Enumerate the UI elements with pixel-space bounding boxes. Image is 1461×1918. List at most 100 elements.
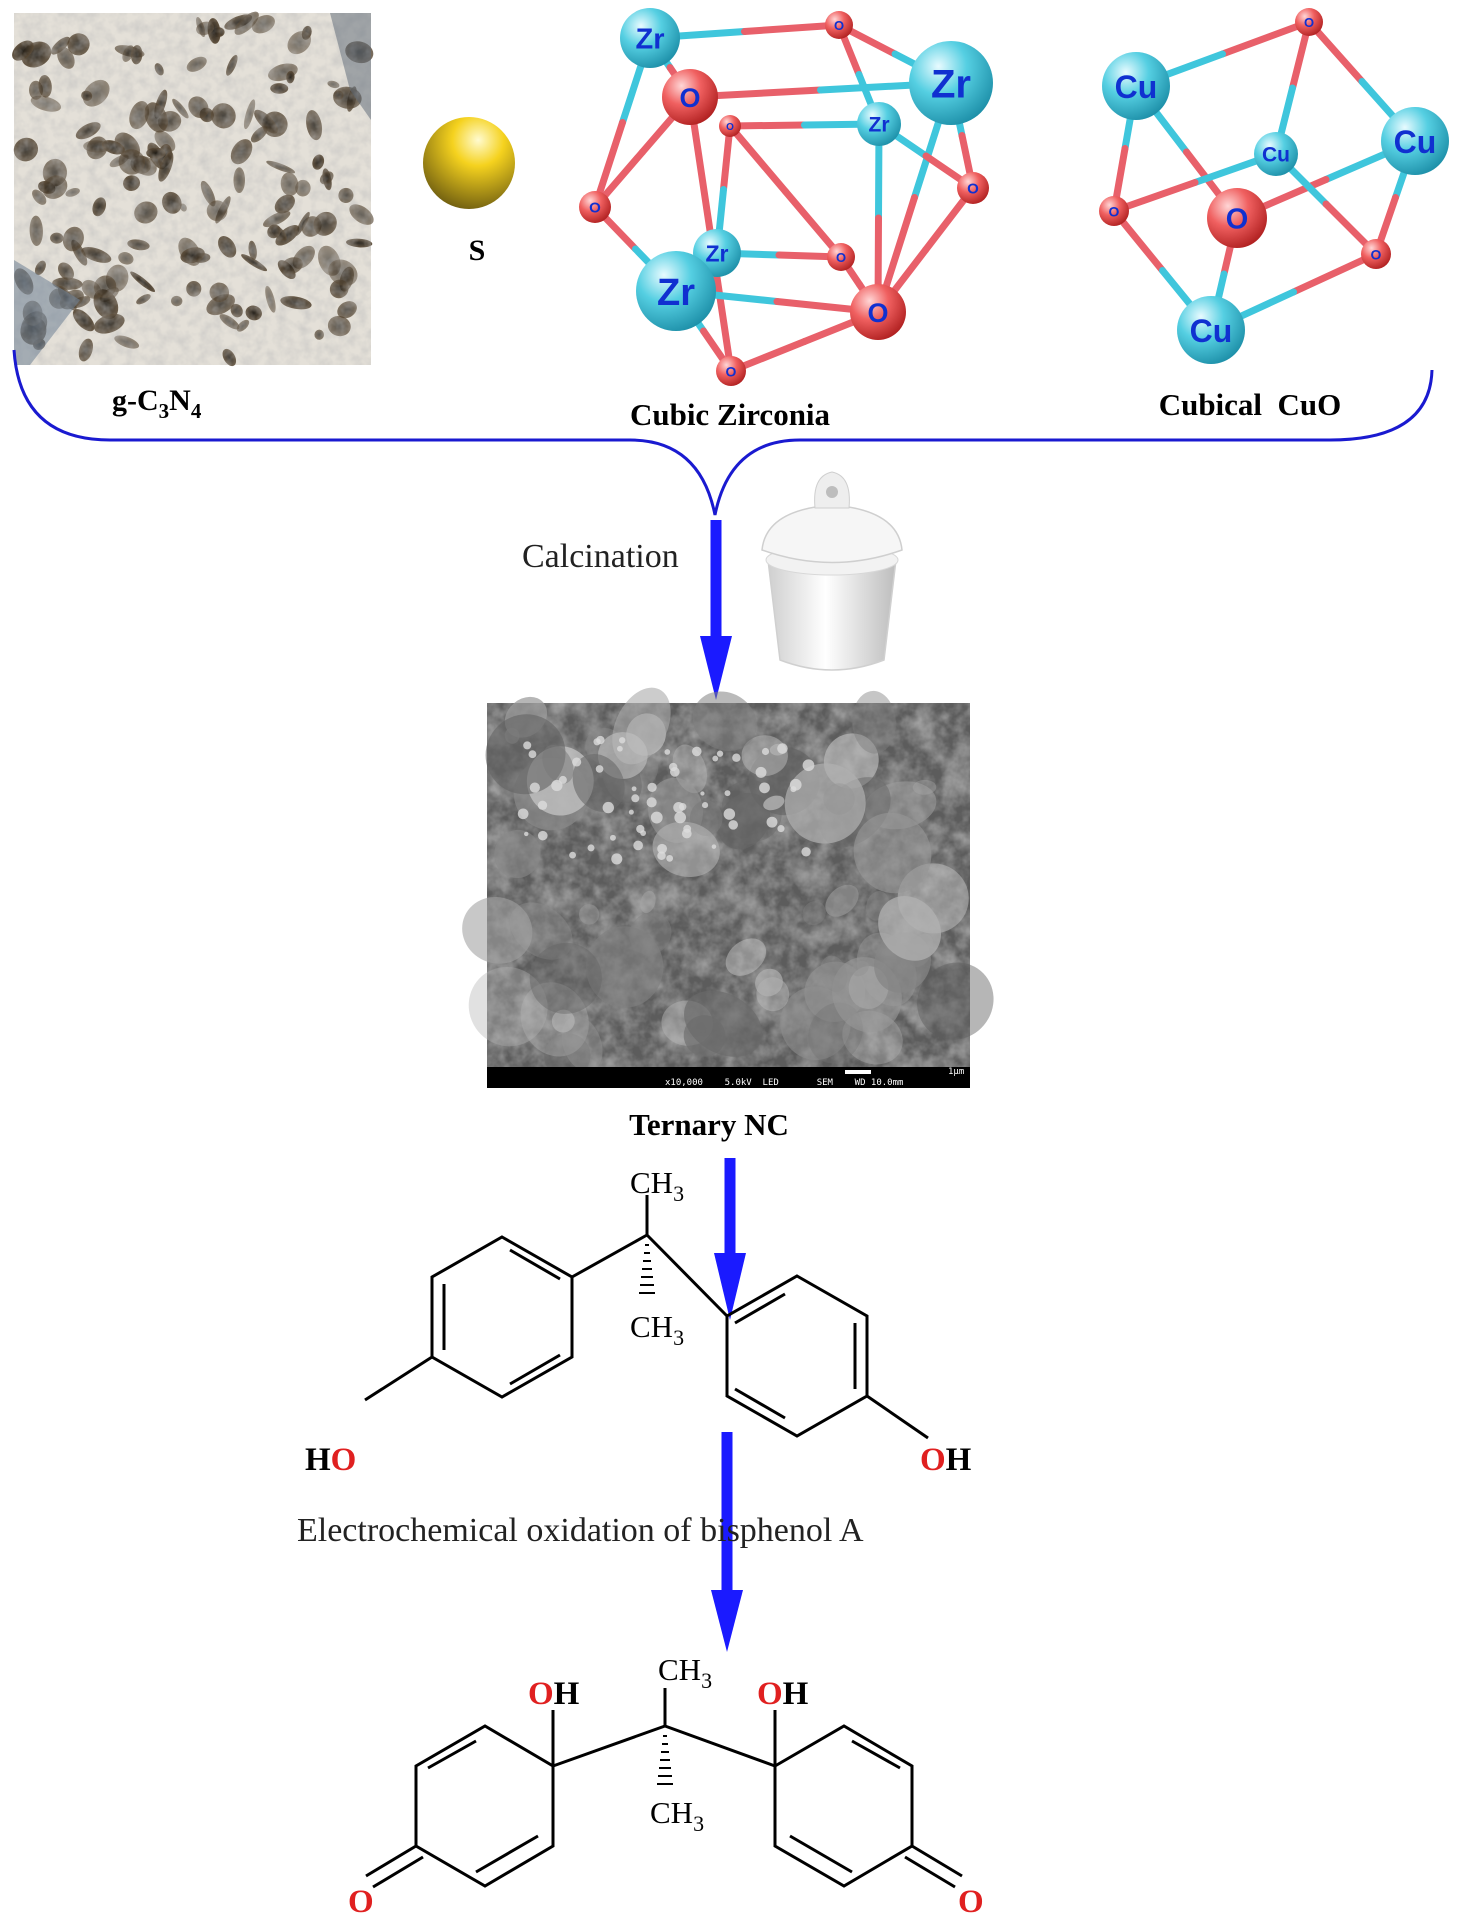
bpa-top-ch3: CH3 [630,1165,684,1206]
sem-nanoparticle [759,782,770,794]
oxygen-atom-symbol: O [867,298,888,328]
sem-particle [741,735,788,776]
ternary-nc-sem-image: 1μm x10,000 5.0kV LED SEM WD 10.0mm [462,687,994,1088]
sem-particle [784,763,866,844]
sem-particle [494,829,541,879]
sem-nanoparticle [657,843,668,854]
metal-atom-symbol: Zr [869,114,890,137]
metal-atom [1177,296,1245,364]
product-right-hydroxyl: OH [757,1676,809,1712]
sem-nanoparticle [728,820,738,830]
sem-particle [529,942,602,1014]
bond-segment [1290,250,1380,296]
bond-segment [782,188,845,261]
product-left-hydroxyl: OH [528,1676,580,1712]
sem-nanoparticle [712,755,719,762]
bpa-bottom-ch3: CH3 [630,1309,684,1350]
sem-nanoparticle [517,808,529,820]
sem-nanoparticle [572,757,582,767]
oxygen-atom [850,284,906,340]
metal-atom-symbol: Cu [1190,313,1233,349]
sem-particle [823,783,855,815]
cuo-label: Cubical CuO [1159,387,1342,422]
gcn-micrograph [12,11,374,367]
sem-nanoparticle [617,745,623,752]
sem-particle [692,691,757,751]
sem-nanoparticle [716,750,724,757]
sem-particle [820,955,848,992]
sem-particle [572,753,625,812]
sem-nanoparticle [732,753,741,762]
metal-atom [620,8,680,68]
bond-segment [741,21,843,35]
bpa-left-hydroxyl: HO [305,1442,356,1478]
sem-particle [652,821,720,877]
sulfur-sphere [423,117,515,209]
bisphenol-a-structure [364,1195,929,1440]
oxygen-atom [1099,196,1129,226]
sem-nanoparticle [761,747,770,756]
sulfur-label: S [469,234,486,267]
sem-nanoparticle [701,802,709,809]
metal-atom-symbol: Cu [1394,124,1437,160]
sem-nanoparticle [657,851,666,860]
sem-nanoparticle [628,809,634,815]
sem-particle [717,792,771,850]
sem-particle [462,896,533,964]
oxygen-atom-symbol: O [1226,204,1249,236]
sem-particle [763,795,785,811]
sem-particle [917,962,994,1040]
oxygen-atom-symbol: O [1371,246,1382,262]
sem-nanoparticle [711,844,717,849]
sem-nanoparticle [647,782,657,792]
oxygen-atom-symbol: O [726,363,737,379]
product-right-ketone-oxygen: O [958,1884,984,1918]
metal-atom-symbol: Zr [657,272,695,314]
sem-scale-bar-label: 1μm [948,1067,964,1077]
oxygen-atom-symbol: O [679,83,700,113]
sem-nanoparticle [700,791,705,796]
product-bottom-ch3: CH3 [650,1795,704,1836]
sem-nanoparticle [678,802,687,811]
calcination-label: Calcination [522,538,679,575]
sem-particle [851,960,869,977]
metal-atom [1381,107,1449,175]
sem-particle [640,890,656,914]
oxygen-atom-symbol: O [589,200,601,217]
sem-particles [462,687,994,1079]
oxygen-atom [716,356,746,386]
metal-atom [909,41,993,125]
sem-particle [542,744,574,784]
oxygen-atom-symbol: O [1304,15,1314,30]
oxygen-atom [662,69,718,125]
ternary-nc-label: Ternary NC [629,1107,789,1142]
sem-nanoparticle [602,801,614,814]
metal-atom [1254,132,1298,176]
sem-nanoparticle [619,737,626,744]
sem-nanoparticle [646,797,657,808]
sem-particle [485,714,566,795]
sem-nanoparticle [569,851,576,859]
metal-atom-symbol: Cu [1115,69,1158,105]
oxygen-atom [719,115,741,137]
sem-nanoparticle [664,749,671,755]
sem-nanoparticle [666,854,674,862]
sem-nanoparticle [723,808,736,820]
sem-nanoparticle [790,786,797,793]
oxygen-atom [579,191,611,223]
sem-nanoparticle [551,779,563,792]
sem-nanoparticle [724,790,731,797]
sem-particle [802,901,826,926]
sem-particle [578,904,600,925]
sem-particle [912,779,937,795]
sem-particle [755,968,783,997]
sem-nanoparticle [777,743,788,754]
grouping-brace [12,349,1434,516]
metal-atom-symbol: Zr [931,63,971,107]
oxygen-atom-symbol: O [726,122,734,133]
metal-atom-symbol: Zr [636,24,665,56]
zirconia-label: Cubic Zirconia [630,397,831,432]
arrow-to-product-head [711,1590,743,1652]
